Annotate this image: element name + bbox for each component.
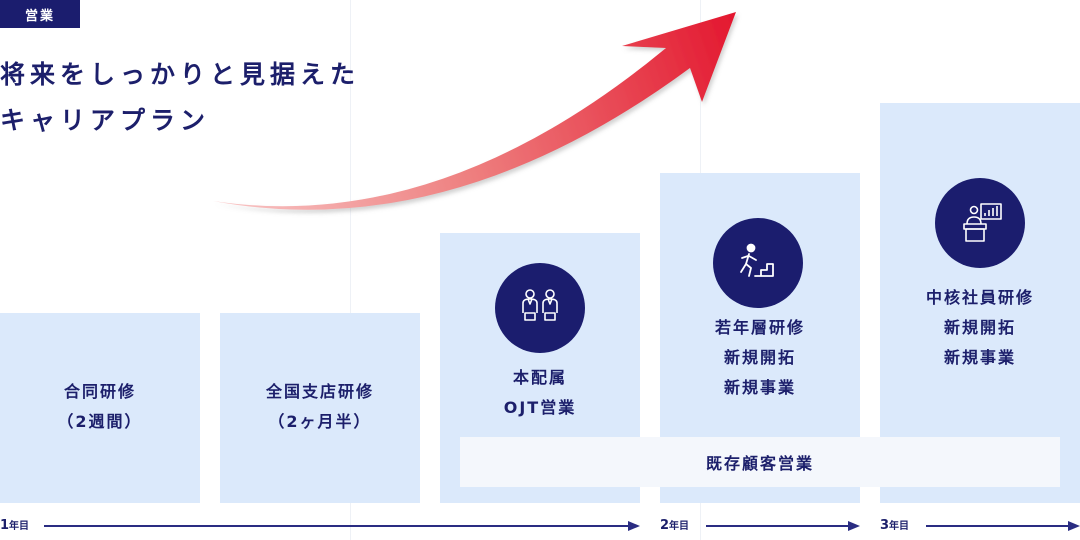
running-up-stairs-icon	[713, 218, 803, 308]
step-core-employee-training: 中核社員研修 新規開拓 新規事業	[880, 103, 1080, 503]
step-label: （2ヶ月半）	[268, 412, 372, 431]
year-number: 1	[0, 518, 10, 533]
step-label: 新規開拓	[723, 348, 796, 367]
step-label: 合同研修	[63, 382, 136, 401]
step-label: 新規事業	[723, 378, 796, 397]
year-number: 2	[660, 518, 670, 533]
timeline-year-3: 3年目	[880, 517, 909, 533]
timeline-arrow-1	[44, 521, 640, 531]
step-label: 中核社員研修	[925, 288, 1034, 307]
year-number: 3	[880, 518, 890, 533]
gridline	[350, 0, 351, 540]
timeline-arrow-2	[706, 521, 860, 531]
step-label: 本配属	[512, 368, 567, 387]
step-label: （2週間）	[57, 412, 143, 431]
title-line-1: 将来をしっかりと見据えた	[0, 60, 361, 89]
step-label: 若年層研修	[714, 318, 805, 337]
step-label: OJT営業	[503, 398, 577, 417]
category-tag: 営業	[0, 0, 80, 28]
step-label: 全国支店研修	[265, 382, 374, 401]
business-people-icon	[495, 263, 585, 353]
step-nationwide-branch-training: 全国支店研修 （2ヶ月半）	[220, 313, 420, 503]
existing-customer-sales-band: 既存顧客営業	[460, 437, 1060, 487]
page-title: 将来をしっかりと見据えた キャリアプラン	[0, 52, 360, 144]
year-unit: 年目	[889, 521, 910, 532]
title-line-2: キャリアプラン	[0, 106, 211, 135]
timeline-year-1: 1年目	[0, 517, 29, 533]
timeline-arrow-3	[926, 521, 1080, 531]
timeline-year-2: 2年目	[660, 517, 689, 533]
step-label: 新規開拓	[943, 318, 1016, 337]
step-joint-training: 合同研修 （2週間）	[0, 313, 200, 503]
year-unit: 年目	[9, 521, 30, 532]
year-unit: 年目	[669, 521, 690, 532]
step-label: 新規事業	[943, 348, 1016, 367]
presenter-podium-icon	[935, 178, 1025, 268]
